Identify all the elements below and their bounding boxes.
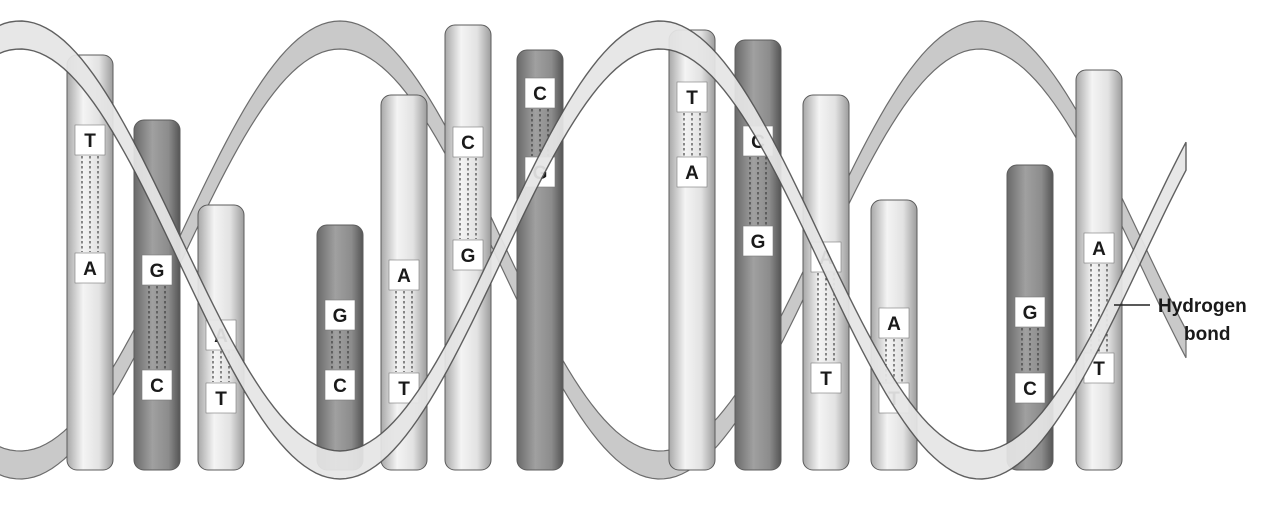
base-letter: T [84, 131, 96, 152]
base-pair: TA [669, 30, 715, 470]
base-letter: G [150, 261, 165, 282]
callout-label-line2: bond [1184, 324, 1230, 345]
base-letter: T [686, 88, 698, 109]
base-letter: T [820, 369, 832, 390]
base-cylinder [517, 50, 563, 470]
base-letter: C [150, 376, 164, 397]
base-letter: T [398, 379, 410, 400]
base-letter: C [533, 84, 547, 105]
base-letter: C [1023, 379, 1037, 400]
base-letter: G [333, 306, 348, 327]
base-letter: G [751, 232, 766, 253]
base-letter: A [1092, 239, 1106, 260]
base-pair: CG [517, 50, 563, 470]
base-letter: A [887, 314, 901, 335]
base-letter: C [333, 376, 347, 397]
base-letter: G [461, 246, 476, 267]
base-pair: GC [317, 225, 363, 470]
callout-label-line1: Hydrogen [1158, 296, 1247, 317]
base-pair: AT [1076, 70, 1122, 470]
base-letter: G [1023, 303, 1038, 324]
base-letter: A [397, 266, 411, 287]
base-letter: A [83, 259, 97, 280]
base-pair: CG [445, 25, 491, 470]
base-letter: C [461, 133, 475, 154]
base-letter: A [685, 163, 699, 184]
base-letter: T [215, 389, 227, 410]
base-letter: T [1093, 359, 1105, 380]
